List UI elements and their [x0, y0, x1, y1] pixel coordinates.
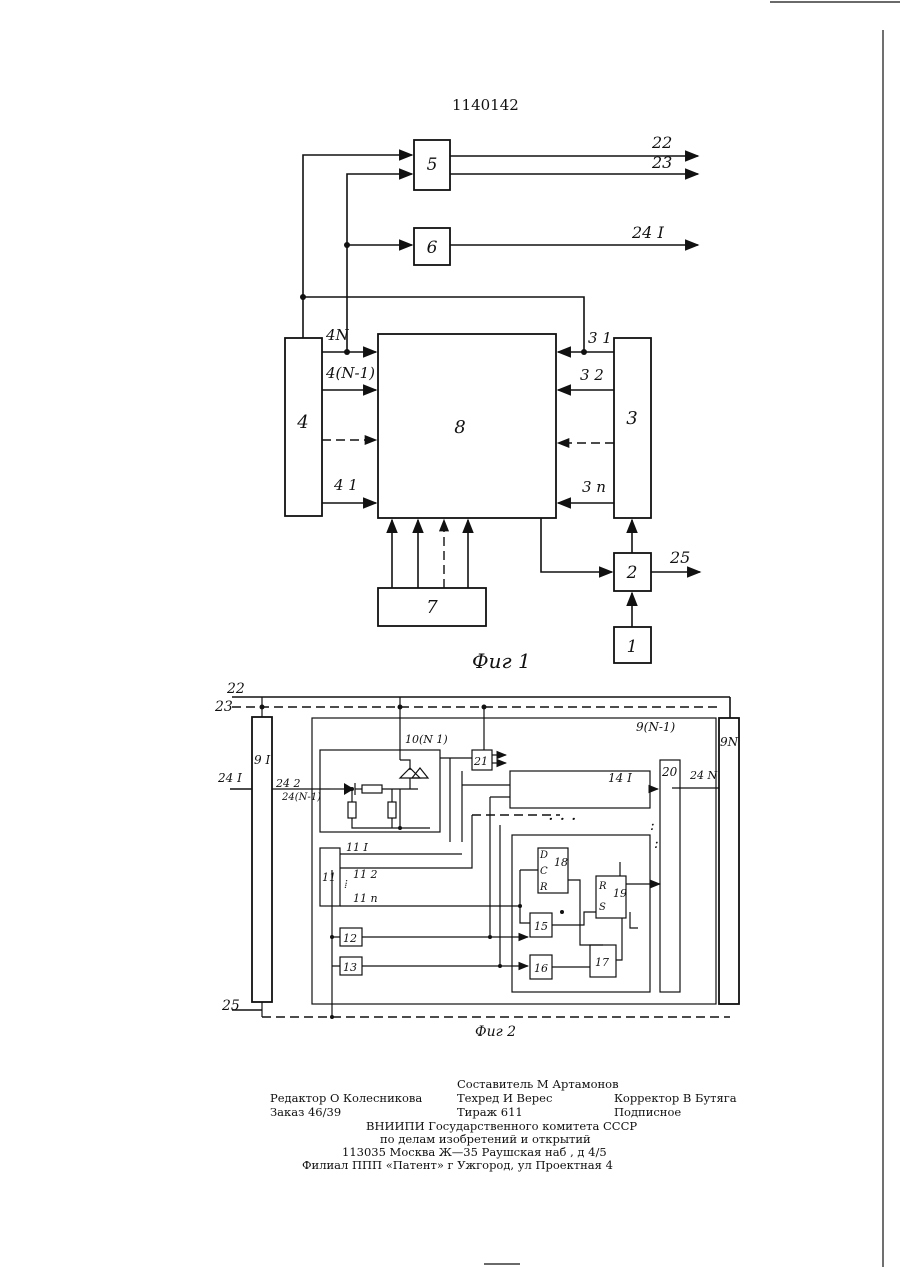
fig2-label-11: 11: [322, 871, 336, 884]
fig2-label-16: 16: [534, 962, 548, 975]
fig2-label-9N1: 9(N-1): [636, 720, 676, 734]
fig2-label-21: 21: [473, 755, 488, 768]
fig2-label-241: 24 I: [217, 771, 242, 785]
junction-16: [498, 964, 502, 968]
footer-order: Заказ 46/39: [270, 1105, 341, 1119]
block-5-label: 5: [427, 155, 438, 175]
label-3n: 3 n: [582, 478, 606, 496]
block-4-label: 4: [296, 412, 308, 433]
footer-editor: Редактор О Колесникова: [270, 1091, 422, 1105]
label-4N1: 4(N-1): [325, 364, 375, 382]
block-6-label: 6: [427, 238, 438, 258]
module-9N: [719, 718, 739, 1004]
patent-number: 1140142: [452, 96, 519, 114]
block-3-label: 3: [626, 408, 637, 429]
dots-11: ⁞: [344, 877, 348, 891]
footer-org1: ВНИИПИ Государственного комитета СССР: [366, 1119, 637, 1133]
block-8: [378, 334, 556, 518]
fig2-label-12: 12: [343, 932, 357, 945]
fig2-label-17: 17: [595, 956, 609, 969]
resistor-3: [388, 802, 396, 818]
fig2-label-D: D: [539, 850, 548, 861]
block-2-label: 2: [626, 563, 638, 583]
wire-th: [400, 760, 410, 770]
link-12-13-in: [332, 937, 340, 966]
module-9N1: [312, 718, 716, 1004]
block-10N1: [320, 750, 440, 832]
fig2-label-111: 11 I: [346, 841, 368, 854]
fig2-label-S: S: [599, 902, 606, 913]
junction-15b: [488, 935, 492, 939]
junction-25: [330, 1015, 334, 1019]
fig2-diagram: 22 23 25 9 I 24 I 9N 9(N-1) 24 2 24(N-1)…: [214, 681, 739, 1040]
label-23: 23: [651, 153, 672, 172]
junction-10-23: [398, 705, 403, 710]
fig2-label-20: 20: [661, 765, 678, 779]
fig2-label-141: 14 I: [608, 771, 632, 785]
dots-1: · · ·: [548, 809, 577, 830]
footer: Составитель М Артамонов Редактор О Колес…: [270, 1077, 737, 1172]
fig2-label-15: 15: [534, 920, 548, 933]
block-1-label: 1: [627, 637, 638, 657]
junction-91-23: [260, 705, 265, 710]
footer-corrector: Корректор В Бутяга: [614, 1091, 737, 1105]
footer-circulation: Тираж 611: [457, 1105, 523, 1119]
dots-3: :: [654, 836, 659, 852]
fig2-label-24N1: 24(N-1): [281, 792, 321, 803]
wire-gnd: [352, 818, 430, 828]
label-4N: 4N: [325, 326, 350, 344]
junction-gnd: [398, 826, 402, 830]
junction-297: [300, 294, 306, 300]
junction-12: [330, 935, 334, 939]
fig2-label-91: 9 I: [254, 753, 270, 767]
resistor-1: [362, 785, 382, 793]
fig2-label-22: 22: [226, 681, 245, 697]
fig2-label-25: 25: [221, 998, 240, 1014]
fig1-caption: Фиг 1: [472, 649, 531, 673]
label-31: 3 1: [588, 329, 612, 347]
label-25: 25: [669, 548, 690, 567]
fig2-label-242: 24 2: [275, 777, 301, 790]
line-18-c: [520, 870, 538, 923]
junction-21: [482, 705, 487, 710]
fig2-label-18: 18: [554, 856, 568, 869]
line-4-to-5: [303, 155, 412, 338]
fig2-label-24N: 24 N: [689, 769, 717, 782]
footer-org2: по делам изобретений и открытий: [380, 1132, 591, 1146]
dots-2: :: [650, 818, 655, 834]
fig2-label-11n: 11 n: [353, 892, 378, 905]
label-32: 3 2: [580, 366, 604, 384]
fig1-diagram: 8 4 3 5 6 7 2 1 22 23 24 I 4N 4(N-1) 4 1: [285, 133, 700, 673]
block-8-label: 8: [454, 417, 465, 438]
fig2-label-112: 11 2: [353, 868, 378, 881]
fig2-label-19: 19: [613, 887, 627, 900]
fig2-label-9N: 9N: [720, 735, 739, 749]
footer-address: 113035 Москва Ж—35 Раушская наб , д 4/5: [342, 1145, 607, 1159]
line-4N-to-5: [347, 174, 412, 352]
junction-15: [560, 910, 564, 914]
block-20: [660, 760, 680, 992]
junction-6: [344, 242, 350, 248]
fig2-label-C: C: [540, 866, 548, 877]
line-8-to-2: [541, 518, 612, 572]
line-17-19: [616, 918, 622, 960]
footer-compiler: Составитель М Артамонов: [457, 1077, 619, 1091]
fig2-label-R2: R: [598, 881, 607, 892]
fig2-label-R: R: [539, 882, 548, 893]
footer-techred: Техред И Верес: [457, 1091, 552, 1105]
footer-subscription: Подписное: [614, 1105, 681, 1119]
label-41: 4 1: [333, 476, 358, 494]
resistor-2: [348, 802, 356, 818]
line-15-19: [552, 912, 596, 925]
label-241: 24 I: [631, 223, 664, 242]
fig2-label-13: 13: [343, 961, 357, 974]
fig2-label-10N1: 10(N 1): [405, 733, 448, 746]
footer-branch: Филиал ППП «Патент» г Ужгород, ул Проект…: [302, 1158, 613, 1172]
fig2-label-23: 23: [214, 699, 233, 715]
fig2-caption: Фиг 2: [475, 1024, 516, 1040]
block-7-label: 7: [426, 597, 438, 618]
label-22: 22: [651, 133, 672, 152]
